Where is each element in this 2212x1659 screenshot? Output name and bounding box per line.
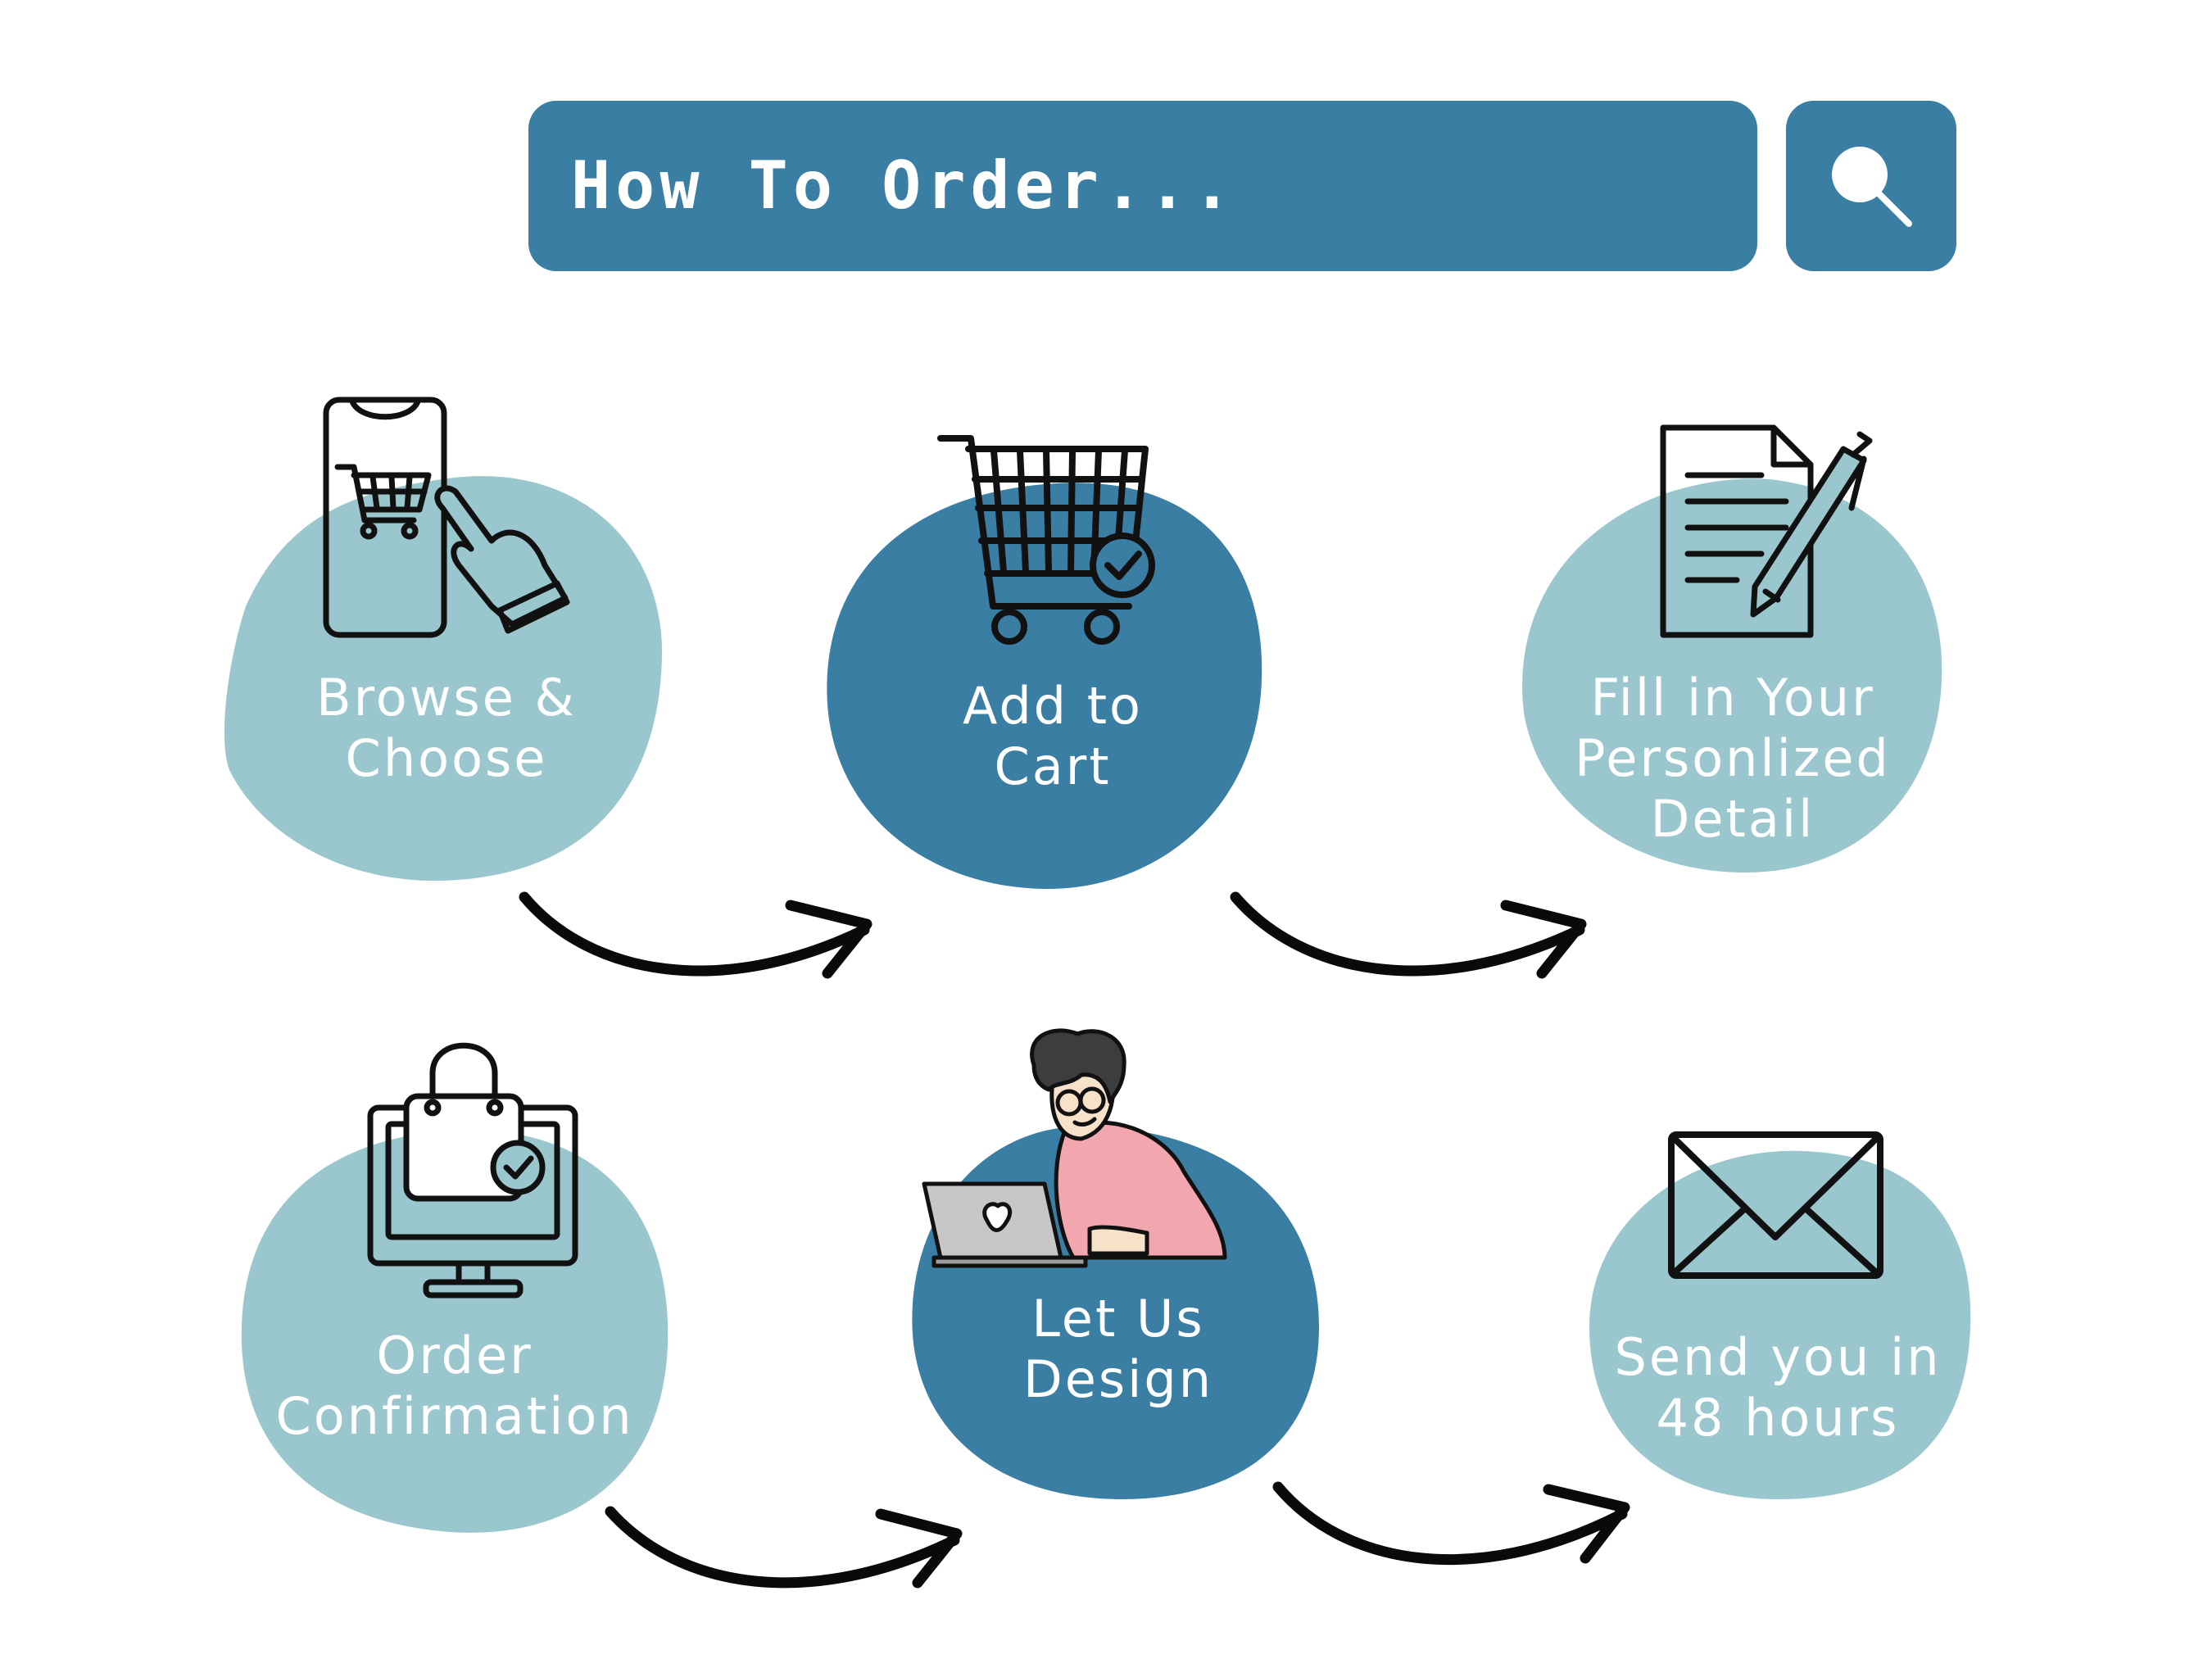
phone-shopping-icon: [323, 397, 570, 638]
step-label-browse: Browse & Choose: [316, 668, 577, 788]
step-blob-send: [1589, 1150, 1971, 1499]
step-blob-confirmation: [241, 1130, 669, 1533]
arrow-4: [1272, 1481, 1630, 1565]
search-button[interactable]: [1786, 101, 1956, 271]
step-label-confirmation: Order Confirmation: [275, 1326, 634, 1446]
shopping-cart-check-icon: [937, 435, 1155, 645]
arrow-1: [519, 891, 873, 979]
step-blob-cart: [827, 483, 1262, 889]
step-label-send: Send you in 48 hours: [1614, 1327, 1942, 1448]
arrow-3: [605, 1506, 963, 1589]
document-pen-icon: [1660, 424, 1873, 638]
search-icon: [1832, 147, 1912, 227]
arrow-2: [1230, 891, 1587, 979]
monitor-shopping-bag-icon: [367, 1042, 578, 1299]
step-label-design: Let Us Design: [1022, 1289, 1214, 1409]
envelope-icon: [1668, 1131, 1883, 1279]
step-label-cart: Add to Cart: [963, 676, 1143, 796]
search-bar[interactable]: How To Order...: [528, 101, 1757, 271]
page-title: How To Order...: [571, 147, 1237, 224]
step-blob-fill: [1522, 478, 1942, 873]
designer-laptop-icon: [922, 1028, 1227, 1268]
step-label-fill: Fill in Your Personlized Detail: [1575, 668, 1891, 849]
